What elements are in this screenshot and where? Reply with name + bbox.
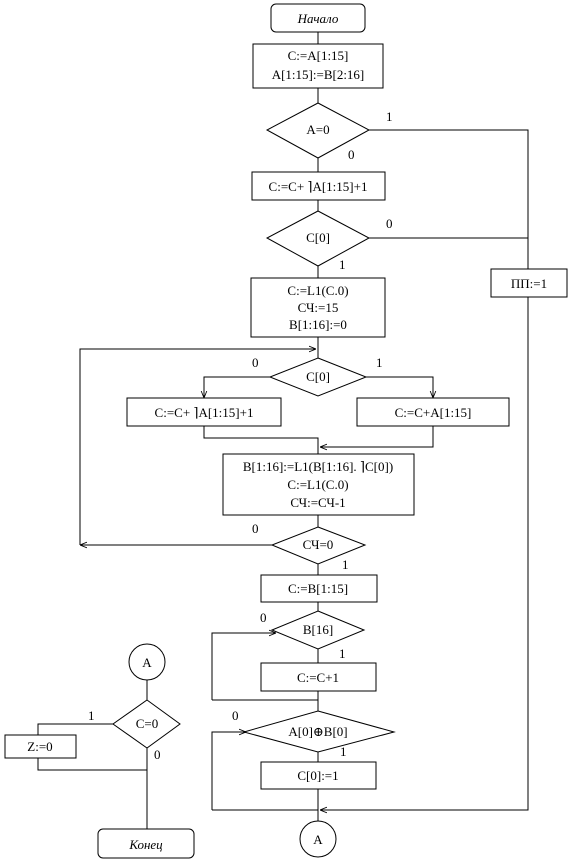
d1-label-1: 1 <box>386 109 393 124</box>
d6-label-0: 0 <box>232 708 239 723</box>
block-3: С:=L1(С.0) СЧ:=15 В[1:16]:=0 <box>250 277 386 338</box>
d3-label-1: 1 <box>376 355 383 370</box>
connector-a-top: А <box>128 643 166 681</box>
block-1: С:=А[1:15] А[1:15]:=В[2:16] <box>252 43 384 89</box>
block-3-line-3: В[1:16]:=0 <box>289 317 347 332</box>
d3-label-0: 0 <box>252 355 259 370</box>
block-1-line-1: С:=А[1:15] <box>288 48 349 63</box>
connector-a-top-label: А <box>142 655 152 670</box>
block-6: В[1:16]:=L1(В[1:16]. ⌉С[0]) С:=L1(С.0) С… <box>222 453 415 516</box>
block-8: С:=С+1 <box>260 662 377 692</box>
block-5: С:=С+А[1:15] <box>356 397 510 427</box>
end-terminal: Конец <box>97 828 195 859</box>
start-label: Начало <box>297 11 339 26</box>
decision-1: А=0 <box>265 102 371 159</box>
d2-label-1: 1 <box>339 257 346 272</box>
decision-4: СЧ=0 <box>270 526 367 565</box>
block-z-text: Z:=0 <box>27 739 52 754</box>
block-9: С[0]:=1 <box>260 761 377 790</box>
decision-6: А[0]⊕В[0] <box>242 710 396 753</box>
d6-label-1: 1 <box>340 744 347 759</box>
decision-5-text: В[16] <box>303 622 333 637</box>
block-6-line-3: СЧ:=СЧ-1 <box>290 495 345 510</box>
d7-label-0: 0 <box>154 747 161 762</box>
block-1-line-2: А[1:15]:=В[2:16] <box>272 67 365 82</box>
start-terminal: Начало <box>270 3 366 33</box>
connector-a-bottom: А <box>299 820 337 858</box>
block-4: С:=С+ ⌉А[1:15]+1 <box>126 397 282 427</box>
connector-a-bottom-label: А <box>313 832 323 847</box>
decision-5: В[16] <box>270 610 366 650</box>
d1-label-0: 0 <box>348 147 355 162</box>
block-3-line-2: СЧ:=15 <box>298 300 339 315</box>
d5-label-1: 1 <box>339 646 346 661</box>
block-7-text: С:=В[1:15] <box>288 581 348 596</box>
end-label: Конец <box>128 837 163 852</box>
block-5-text: С:=С+А[1:15] <box>395 405 472 420</box>
decision-6-text: А[0]⊕В[0] <box>288 724 347 739</box>
block-pp-text: ПП:=1 <box>511 276 547 291</box>
block-7: С:=В[1:15] <box>260 574 378 603</box>
d4-label-0: 0 <box>252 521 259 536</box>
decision-1-text: А=0 <box>306 122 329 137</box>
decision-7-text: С=0 <box>136 716 159 731</box>
block-6-line-1: В[1:16]:=L1(В[1:16]. ⌉С[0]) <box>243 459 393 474</box>
d2-label-0: 0 <box>386 216 393 231</box>
block-4-text: С:=С+ ⌉А[1:15]+1 <box>155 405 254 420</box>
decision-3-text: С[0] <box>306 369 330 384</box>
d5-label-0: 0 <box>260 610 267 625</box>
block-z: Z:=0 <box>4 734 77 759</box>
decision-3: С[0] <box>268 357 368 397</box>
branch-labels: 1 0 0 1 0 1 0 1 0 1 0 1 1 0 <box>88 109 393 762</box>
block-pp: ПП:=1 <box>490 268 568 298</box>
block-2-text: С:=С+ ⌉А[1:15]+1 <box>269 179 368 194</box>
block-3-line-1: С:=L1(С.0) <box>287 283 348 298</box>
decision-2-text: С[0] <box>306 230 330 245</box>
flow-lines <box>37 32 529 829</box>
d4-label-1: 1 <box>342 557 349 572</box>
decision-4-text: СЧ=0 <box>303 537 334 552</box>
block-9-text: С[0]:=1 <box>297 768 338 783</box>
decision-2: С[0] <box>265 210 371 267</box>
block-2: С:=С+ ⌉А[1:15]+1 <box>251 171 386 201</box>
decision-7: С=0 <box>112 699 181 749</box>
block-6-line-2: С:=L1(С.0) <box>287 477 348 492</box>
block-8-text: С:=С+1 <box>297 670 339 685</box>
d7-label-1: 1 <box>88 708 95 723</box>
